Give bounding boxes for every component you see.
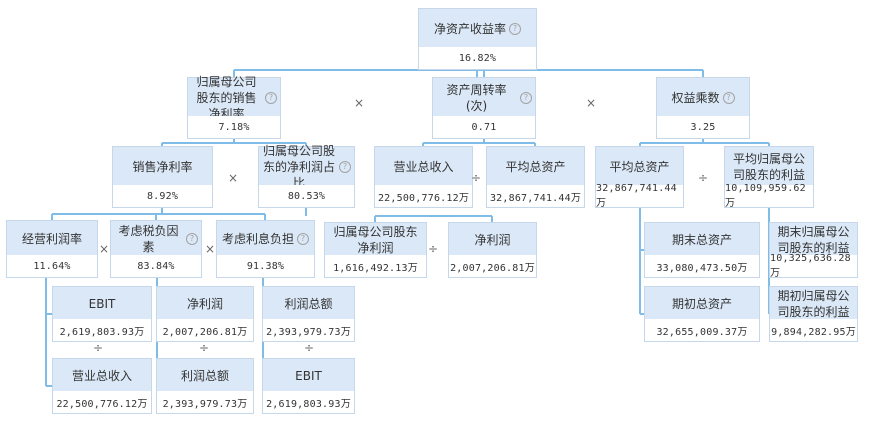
node-label: 平均总资产 xyxy=(505,160,566,174)
node-label: 考虑税负因素 xyxy=(118,224,179,254)
node-label: 期末归属母公司股东的利益 xyxy=(777,225,850,255)
node-label: EBIT xyxy=(88,297,116,311)
node-label: 归属母公司股东的销售净利率 xyxy=(196,75,257,121)
node-label: 权益乘数 xyxy=(671,91,720,105)
node-value: 1,616,492.13万 xyxy=(325,255,426,277)
divide-operator: ÷ xyxy=(427,242,439,256)
node-label: 归属母公司股东净利润 xyxy=(333,225,418,255)
node-op-margin: 经营利润率 11.64% xyxy=(6,220,98,278)
divide-operator: ÷ xyxy=(198,341,210,355)
node-value: 32,867,741.44万 xyxy=(596,183,683,209)
divide-operator: ÷ xyxy=(470,171,482,185)
node-equity-multiplier: 权益乘数? 3.25 xyxy=(656,77,750,139)
node-total-profit-b: 利润总额 2,393,979.73万 xyxy=(262,286,355,342)
node-label: 净利润 xyxy=(474,233,511,247)
node-value: 16.82% xyxy=(419,47,536,69)
node-interest-burden: 考虑利息负担? 91.38% xyxy=(216,220,315,278)
node-value: 7.18% xyxy=(188,116,280,138)
node-label: 归属母公司股东的净利润占比 xyxy=(262,144,335,190)
node-avg-assets-top: 平均总资产 32,867,741.44万 xyxy=(486,146,585,208)
node-label: 销售净利率 xyxy=(132,160,193,174)
node-value: 2,393,979.73万 xyxy=(157,391,253,413)
node-revenue-top: 营业总收入 22,500,776.12万 xyxy=(374,146,473,208)
node-net-margin-parent: 归属母公司股东的销售净利率? 7.18% xyxy=(187,75,281,139)
node-label: EBIT xyxy=(295,369,322,383)
node-value: 10,109,959.62万 xyxy=(725,183,813,209)
multiply-operator: × xyxy=(227,171,239,185)
node-label: 期末总资产 xyxy=(671,233,732,247)
node-value: 8.92% xyxy=(113,185,212,207)
node-ebit-a: EBIT 2,619,803.93万 xyxy=(52,286,152,342)
node-label: 利润总额 xyxy=(284,297,333,311)
node-value: 80.53% xyxy=(259,185,354,207)
node-label: 营业总收入 xyxy=(71,369,132,383)
node-label: 净资产收益率 xyxy=(433,22,506,36)
help-icon[interactable]: ? xyxy=(509,23,521,35)
node-label: 经营利润率 xyxy=(21,232,82,246)
node-value: 0.71 xyxy=(433,116,535,138)
node-net-margin: 销售净利率 8.92% xyxy=(112,146,213,208)
node-label: 平均总资产 xyxy=(609,160,670,174)
node-value: 33,080,473.50万 xyxy=(645,255,759,277)
multiply-operator: × xyxy=(98,242,110,256)
node-label: 期初归属母公司股东的利益 xyxy=(777,289,850,319)
multiply-operator: × xyxy=(585,96,597,110)
multiply-operator: × xyxy=(204,242,216,256)
node-value: 2,619,803.93万 xyxy=(53,319,151,341)
help-icon[interactable]: ? xyxy=(520,92,532,104)
node-value: 9,894,282.95万 xyxy=(770,319,857,341)
node-roe: 净资产收益率? 16.82% xyxy=(418,8,537,70)
node-value: 22,500,776.12万 xyxy=(375,185,472,207)
node-value: 11.64% xyxy=(7,255,97,277)
node-avg-assets-right: 平均总资产 32,867,741.44万 xyxy=(595,146,684,209)
node-value: 32,655,009.37万 xyxy=(645,319,759,341)
node-value: 2,007,206.81万 xyxy=(449,255,536,277)
node-asset-turnover: 资产周转率(次)? 0.71 xyxy=(432,77,536,139)
help-icon[interactable]: ? xyxy=(186,233,198,245)
node-end-assets: 期末总资产 33,080,473.50万 xyxy=(644,222,760,278)
node-value: 10,325,636.28万 xyxy=(770,253,857,279)
node-label: 净利润 xyxy=(186,297,223,311)
node-net-profit-mid: 净利润 2,007,206.81万 xyxy=(448,222,537,278)
node-value: 3.25 xyxy=(657,116,749,138)
node-label: 平均归属母公司股东的利益 xyxy=(732,152,805,182)
node-value: 22,500,776.12万 xyxy=(53,391,151,413)
divide-operator: ÷ xyxy=(303,341,315,355)
node-value: 83.84% xyxy=(111,255,201,277)
node-value: 2,393,979.73万 xyxy=(263,319,354,341)
divide-operator: ÷ xyxy=(697,171,709,185)
node-label: 营业总收入 xyxy=(393,160,454,174)
node-value: 32,867,741.44万 xyxy=(487,185,584,207)
node-label: 期初总资产 xyxy=(671,297,732,311)
help-icon[interactable]: ? xyxy=(339,161,351,173)
node-parent-profit-ratio: 归属母公司股东的净利润占比? 80.53% xyxy=(258,144,355,208)
node-total-profit-a: 利润总额 2,393,979.73万 xyxy=(156,358,254,414)
node-label: 利润总额 xyxy=(180,369,229,383)
node-label: 考虑利息负担 xyxy=(221,232,294,246)
divide-operator: ÷ xyxy=(92,341,104,355)
node-value: 2,007,206.81万 xyxy=(157,319,253,341)
node-begin-assets: 期初总资产 32,655,009.37万 xyxy=(644,286,760,342)
help-icon[interactable]: ? xyxy=(297,233,309,245)
node-net-profit-low: 净利润 2,007,206.81万 xyxy=(156,286,254,342)
help-icon[interactable]: ? xyxy=(265,92,277,104)
multiply-operator: × xyxy=(353,96,365,110)
node-tax-burden: 考虑税负因素? 83.84% xyxy=(110,220,202,278)
help-icon[interactable]: ? xyxy=(722,92,735,104)
node-value: 91.38% xyxy=(217,255,314,277)
node-value: 2,619,803.93万 xyxy=(263,391,354,413)
node-label: 资产周转率(次) xyxy=(446,83,507,113)
node-revenue-low: 营业总收入 22,500,776.12万 xyxy=(52,358,152,414)
node-ebit-b: EBIT 2,619,803.93万 xyxy=(262,358,355,414)
